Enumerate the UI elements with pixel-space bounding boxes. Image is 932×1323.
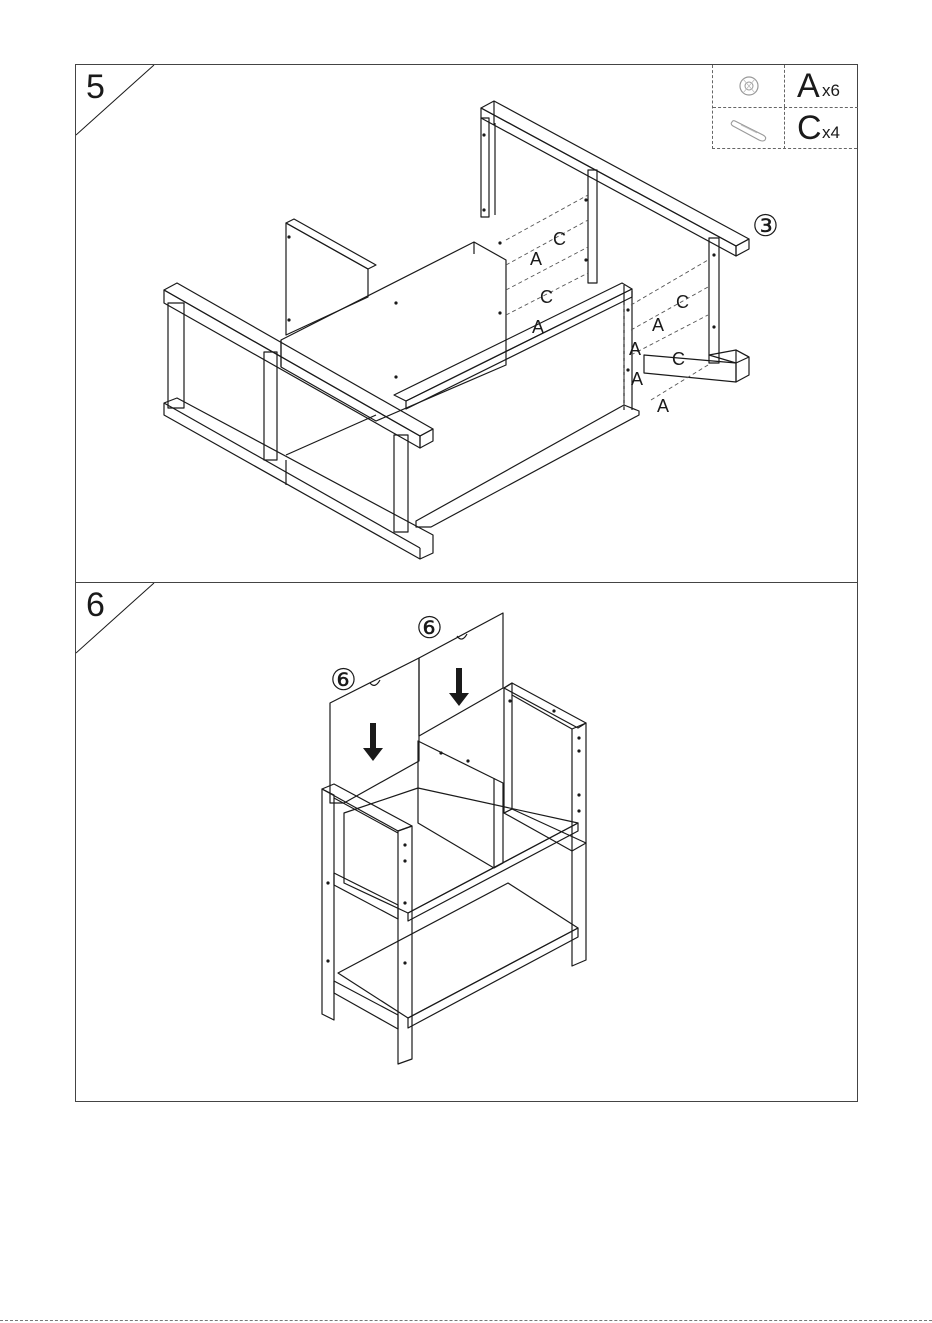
part-ref-6: ⑥ xyxy=(330,664,357,697)
down-arrow-icon xyxy=(449,668,469,706)
right-frame xyxy=(504,683,586,966)
bottom-shelf xyxy=(338,883,578,1028)
step-6-illustration: ⑥ ⑥ xyxy=(76,583,859,1103)
bottom-shelf-panel xyxy=(394,283,639,527)
callout-a: A xyxy=(532,317,544,337)
callout-c: C xyxy=(672,349,685,369)
part-ref-3: ③ xyxy=(752,210,779,243)
callout-c: C xyxy=(540,287,553,307)
center-divider-panel xyxy=(286,219,376,335)
callout-a: A xyxy=(631,369,643,389)
left-frame xyxy=(322,784,412,1064)
down-arrow-icon xyxy=(363,723,383,761)
step-6-panel: 6 xyxy=(75,582,858,1102)
step-5-panel: 5 A x6 C x4 xyxy=(75,64,858,583)
part-ref-6: ⑥ xyxy=(416,612,443,645)
callout-c: C xyxy=(676,292,689,312)
front-frame xyxy=(164,283,433,559)
callout-a: A xyxy=(652,315,664,335)
callout-a: A xyxy=(657,396,669,416)
page-bottom-edge xyxy=(0,1320,932,1321)
callout-labels: C A C A C A A C A A ③ xyxy=(530,210,779,416)
top-shelf-panel xyxy=(281,242,506,421)
callout-a: A xyxy=(530,249,542,269)
step-5-illustration: C A C A C A A C A A ③ xyxy=(76,65,859,584)
center-divider xyxy=(418,741,503,868)
back-frame xyxy=(481,101,749,382)
callout-a: A xyxy=(629,339,641,359)
callout-c: C xyxy=(553,229,566,249)
screw-holes xyxy=(326,699,580,964)
